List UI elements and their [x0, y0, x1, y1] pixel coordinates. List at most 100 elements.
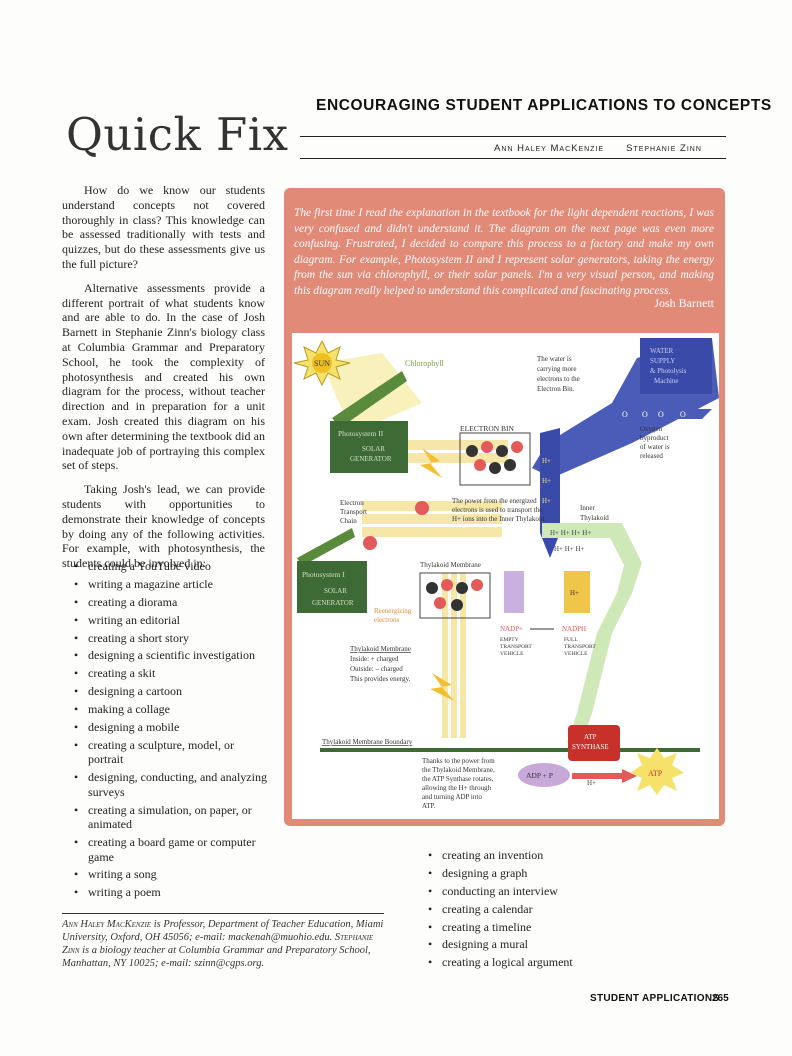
vehicle-label: VEHICLE: [564, 651, 588, 657]
membrane-boundary: [320, 748, 700, 752]
section-title: ENCOURAGING STUDENT APPLICATIONS TO CONC…: [316, 97, 772, 114]
ps2-sub: SOLAR: [362, 445, 385, 453]
list-item: creating an invention: [416, 848, 616, 863]
nadph-vehicle: [564, 571, 590, 613]
lightning-icon: [420, 448, 442, 478]
list-item: creating a sculpture, model, or portrait: [62, 738, 268, 767]
ps1-label: Photosystem I: [302, 570, 345, 579]
water-supply-label: WATER: [650, 347, 674, 355]
photosynthesis-diagram: SUN Chlorophyll Photosystem II SOLAR GEN…: [292, 333, 719, 819]
energy-beam: [408, 453, 508, 463]
membrane-note: This provides energy.: [350, 675, 411, 683]
electron-cluster: [466, 441, 523, 474]
ps2-generator: [330, 421, 408, 473]
list-item: creating a short story: [62, 631, 272, 646]
chlorophyll-label: Chlorophyll: [405, 359, 444, 368]
intro-paragraph: Taking Josh's lead, we can provide stude…: [62, 482, 265, 571]
list-item: writing a song: [62, 867, 272, 882]
ps2-sub: GENERATOR: [350, 455, 392, 463]
atp-synthase-label: SYNTHASE: [572, 743, 609, 751]
activity-list-left: creating a YouTube video writing a magaz…: [62, 559, 272, 903]
boundary-label: Thylakoid Membrane Boundary: [322, 738, 413, 746]
list-item: creating a timeline: [416, 920, 616, 935]
oxygen-note: released: [640, 452, 663, 460]
oxygen-mark: O: [642, 410, 648, 419]
adp-oval: [518, 763, 570, 787]
intro-paragraph: Alternative assessments provide a differ…: [62, 280, 265, 473]
activity-list-right: creating an invention designing a graph …: [416, 848, 616, 973]
header-rule-bottom: [300, 158, 726, 159]
email-link[interactable]: mackenah@muohio.edu: [228, 932, 330, 943]
oxygen-channel: [622, 409, 712, 419]
author-name: Stephanie Zinn: [626, 143, 702, 154]
energy-beam: [362, 514, 502, 524]
power-note: H+ ions into the Inner Thylakoid.: [452, 515, 546, 523]
header-rule-top: [300, 136, 726, 137]
electron-icon: [363, 536, 377, 550]
proton-path: [542, 523, 642, 743]
synth-note: allowing the H+ through: [422, 784, 492, 792]
synth-note: Thanks to the power from: [422, 757, 495, 765]
hplus-label: H+: [542, 457, 551, 465]
oxygen-mark: O: [658, 410, 664, 419]
footer-section: STUDENT APPLICATIONS: [590, 993, 720, 1004]
synth-note: the Thylakoid Membrane,: [422, 766, 495, 774]
list-item: writing an editorial: [62, 613, 272, 628]
hplus-cluster: H+ H+ H+ H+: [550, 529, 591, 537]
author-byline: Ann Haley MacKenzie Stephanie Zinn: [494, 143, 702, 154]
solar-panel-ps1: [297, 528, 355, 566]
footnote-text: is Professor, Department of Teacher Educ…: [62, 919, 384, 943]
energy-beam: [362, 501, 502, 511]
quote-author: Josh Barnett: [654, 296, 714, 310]
list-item: designing a scientific investigation: [62, 648, 272, 663]
vehicle-label: TRANSPORT: [564, 644, 596, 650]
hplus-label: H+: [570, 589, 579, 597]
electron-bin: [459, 432, 531, 486]
atp-synthase: [568, 725, 620, 761]
hplus-label: H+: [542, 497, 551, 505]
nadp-label: NADP+: [500, 625, 523, 633]
membrane-note: Outside: – charged: [350, 665, 403, 673]
nadph-label: NADPH: [562, 625, 586, 633]
reenergizing-label: electrons: [374, 616, 400, 624]
list-item: designing a mobile: [62, 720, 272, 735]
inner-thylakoid-label: Inner: [580, 504, 595, 512]
author-name: Ann Haley MacKenzie: [494, 143, 605, 154]
energy-beam: [408, 440, 508, 450]
lightning-icon: [430, 673, 454, 701]
list-item: making a collage: [62, 702, 272, 717]
ps2-label: Photosystem II: [338, 429, 384, 438]
energy-beam: [442, 573, 448, 738]
nadp-vehicle: [504, 571, 524, 613]
student-quote: The first time I read the explanation in…: [294, 207, 714, 297]
ps1-sub: GENERATOR: [312, 599, 354, 607]
etc-label: Chain: [340, 517, 357, 525]
list-item: designing a cartoon: [62, 684, 272, 699]
synth-note: ATP.: [422, 802, 436, 810]
water-supply-box: [640, 338, 712, 394]
synth-note: the ATP Synthase rotates,: [422, 775, 494, 783]
oxygen-mark: O: [622, 410, 628, 419]
membrane-note: Inside: + charged: [350, 655, 399, 663]
intro-column: How do we know our students understand c…: [62, 183, 265, 580]
email-link[interactable]: szinn@cgps.org: [194, 958, 262, 969]
energy-beam: [460, 573, 466, 738]
oxygen-note: byproduct: [640, 434, 668, 442]
energy-beam: [362, 527, 502, 537]
atp-label: ATP: [648, 769, 663, 778]
list-item: creating a simulation, on paper, or anim…: [62, 803, 268, 832]
solar-panel-ps2: [332, 371, 407, 428]
hplus-cluster: H+ H+ H+: [554, 545, 585, 553]
reenergizing-label: Reenergizing: [374, 607, 412, 615]
atp-arrow: [572, 769, 637, 783]
list-item: creating a skit: [62, 666, 272, 681]
adp-label: ADP + P: [526, 771, 553, 780]
sun-icon: [293, 339, 351, 387]
footnote-divider: [62, 913, 384, 914]
ps1-sub: SOLAR: [324, 587, 347, 595]
vehicle-label: EMPTY: [500, 637, 519, 643]
electron-bin-ps1: [419, 572, 491, 619]
water-note: The water is: [537, 355, 572, 363]
vehicle-label: TRANSPORT: [500, 644, 532, 650]
membrane-note: Thylakoid Membrane: [350, 645, 411, 653]
